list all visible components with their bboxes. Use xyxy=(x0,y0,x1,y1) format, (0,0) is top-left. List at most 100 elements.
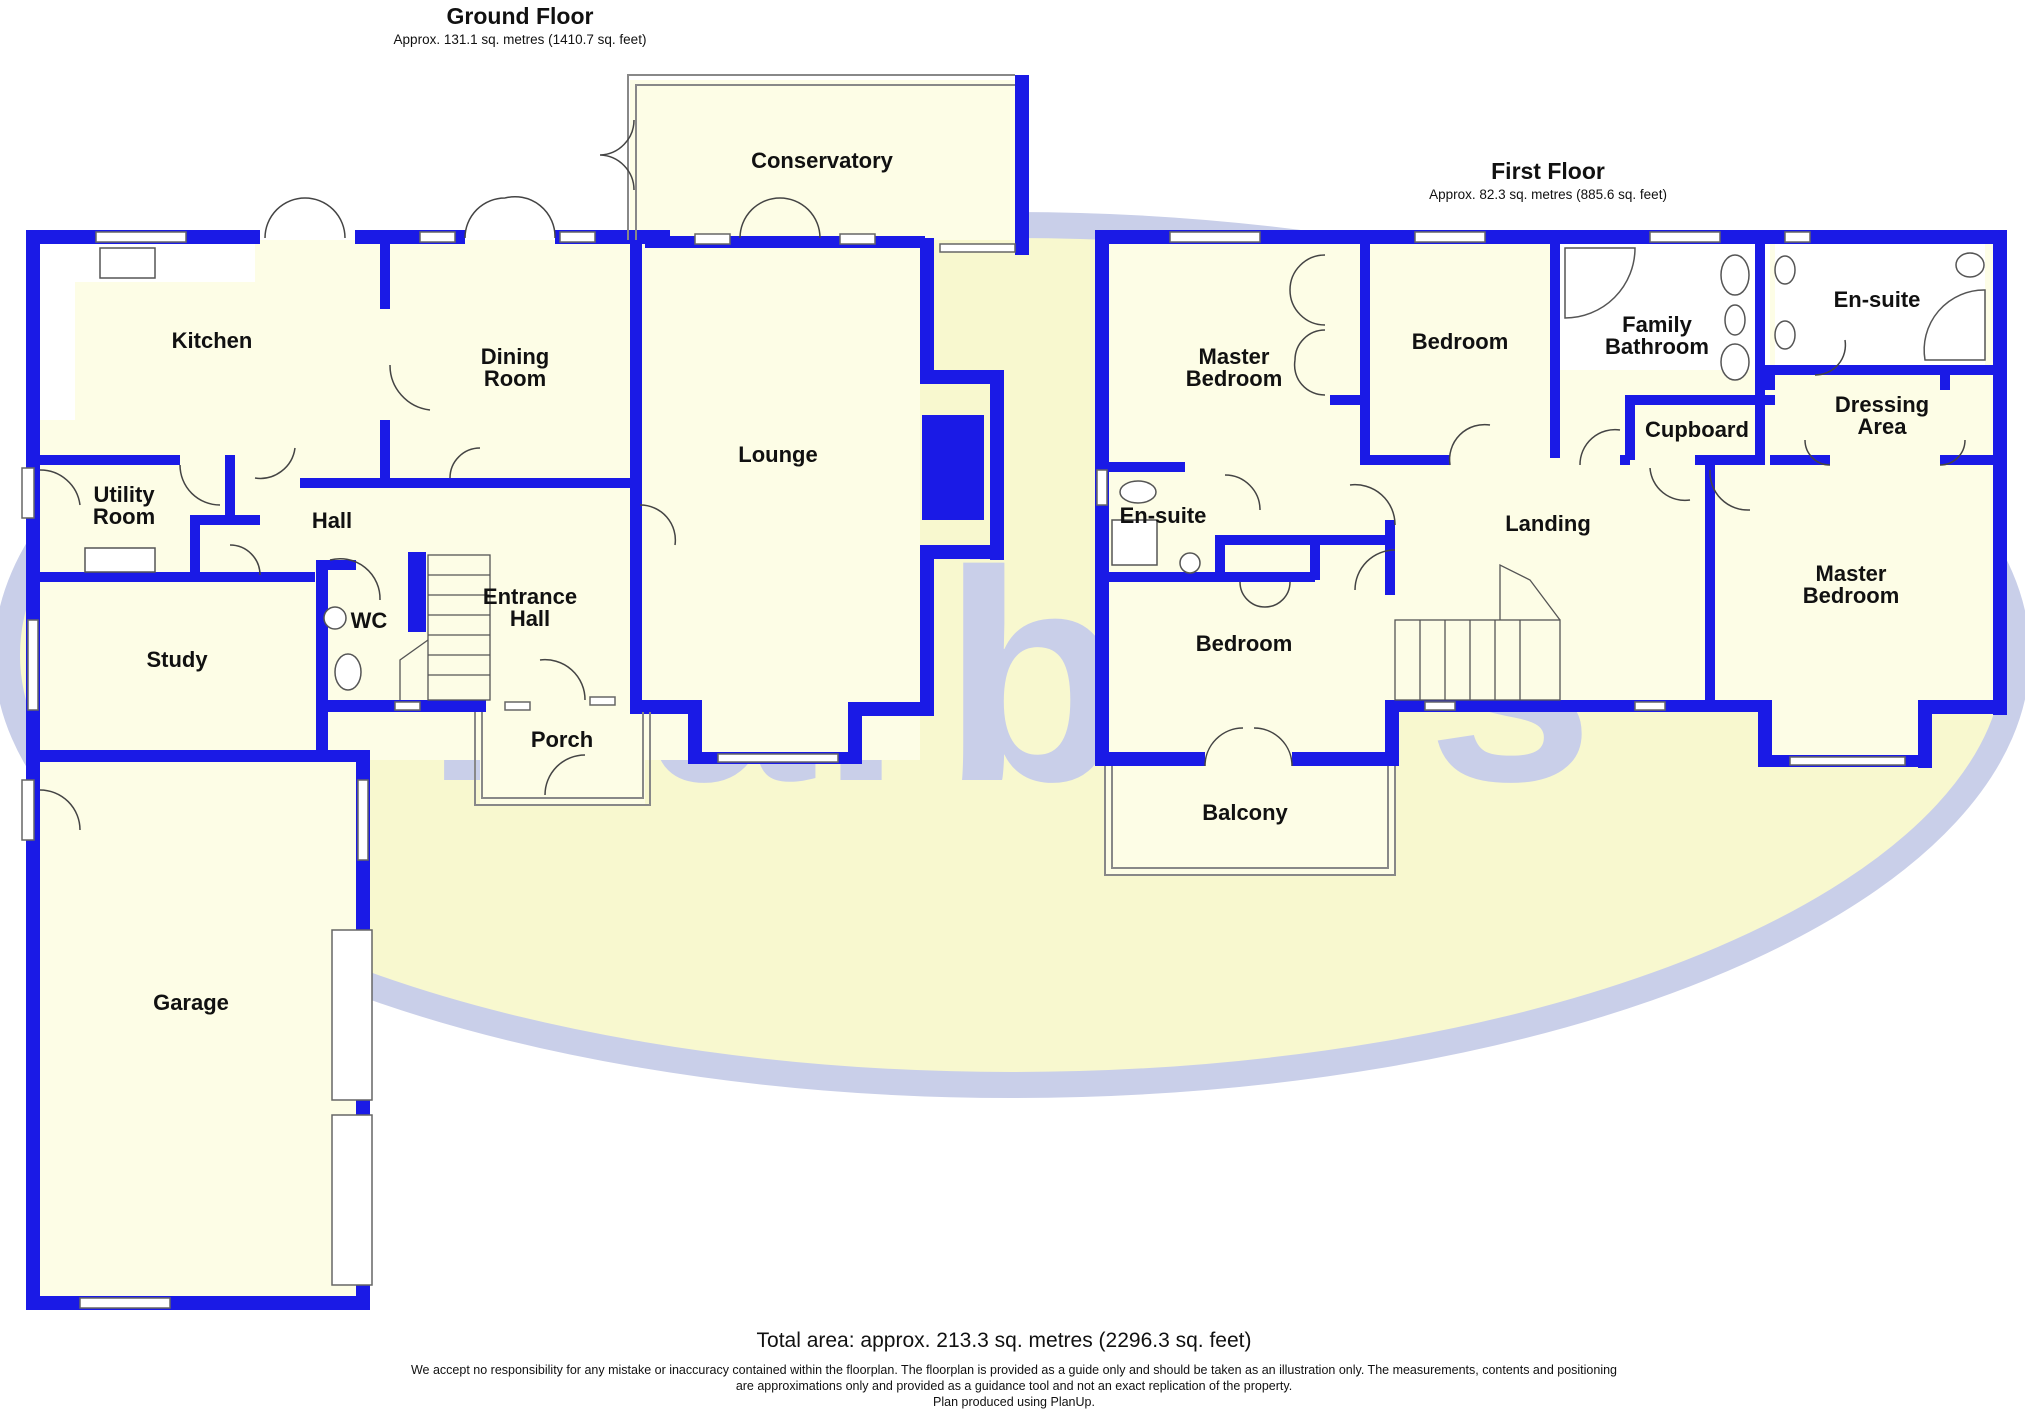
disclaimer-line: are approximations only and provided as … xyxy=(736,1379,1292,1393)
window xyxy=(1789,756,1906,766)
basin xyxy=(323,606,347,630)
utility-sink xyxy=(84,547,156,573)
window xyxy=(1169,231,1261,243)
basin xyxy=(1720,343,1750,381)
toilet xyxy=(1724,304,1746,336)
garage-fill xyxy=(40,760,360,1300)
door xyxy=(39,789,81,831)
wall xyxy=(1095,462,1185,472)
window xyxy=(1414,231,1486,243)
wall xyxy=(1330,395,1370,405)
wall xyxy=(1360,388,1370,460)
window xyxy=(1096,469,1108,506)
first-floor: First Floor Approx. 82.3 sq. metres (885… xyxy=(1095,158,2007,876)
wall xyxy=(920,370,1002,384)
door xyxy=(449,447,481,479)
porch-frame xyxy=(474,712,651,806)
wall xyxy=(1550,240,1560,458)
window xyxy=(1784,231,1811,243)
wall xyxy=(645,236,925,248)
window xyxy=(95,231,187,243)
wall xyxy=(1940,375,1950,390)
corner-bath xyxy=(1564,247,1636,319)
window xyxy=(694,233,731,245)
room-label-family-bathroom: Family xyxy=(1622,312,1692,337)
wall xyxy=(1705,465,1715,700)
wall xyxy=(630,240,642,710)
window xyxy=(79,1297,171,1309)
room-label-family-bathroom: Bathroom xyxy=(1605,334,1709,359)
wall xyxy=(990,370,1004,560)
window xyxy=(504,701,531,711)
cupboard-doors xyxy=(1239,581,1291,608)
window xyxy=(1649,231,1721,243)
wall xyxy=(1095,230,2005,244)
first-floor-fill xyxy=(1770,700,1930,765)
door xyxy=(1349,483,1396,526)
wall xyxy=(316,560,356,570)
window xyxy=(1634,701,1666,711)
first-floor-title: First Floor xyxy=(1491,158,1605,184)
room-label-master-bedroom: Bedroom xyxy=(1803,583,1900,608)
wall xyxy=(1930,700,2007,714)
toilet xyxy=(1955,252,1985,278)
disclaimer-line: We accept no responsibility for any mist… xyxy=(411,1363,1617,1377)
window xyxy=(394,701,421,711)
wall xyxy=(40,572,315,582)
toilet xyxy=(334,653,362,691)
wall xyxy=(1625,395,1775,405)
wall xyxy=(1705,455,1765,465)
french-door xyxy=(739,197,821,239)
wall xyxy=(1215,535,1395,545)
room-label-dressing-area: Area xyxy=(1858,414,1908,439)
basin xyxy=(1774,320,1796,350)
door xyxy=(389,364,431,411)
door xyxy=(229,544,261,576)
lounge-fill xyxy=(640,240,920,760)
french-door xyxy=(599,119,635,191)
wall xyxy=(848,702,862,764)
door xyxy=(1579,428,1621,466)
ground-floor-area: Approx. 131.1 sq. metres (1410.7 sq. fee… xyxy=(394,32,647,47)
wall xyxy=(380,420,390,485)
wall xyxy=(1770,455,1830,465)
wall xyxy=(1940,455,2000,465)
wall xyxy=(688,700,702,764)
window xyxy=(419,231,456,243)
wall xyxy=(1695,455,1705,465)
room-label-dressing-area: Dressing xyxy=(1835,392,1929,417)
wall xyxy=(380,244,390,309)
wall xyxy=(408,552,426,632)
room-label-bedroom: Bedroom xyxy=(1196,631,1293,656)
wall xyxy=(1758,700,1772,767)
wall xyxy=(1360,240,1370,458)
wall xyxy=(1385,520,1395,595)
wall xyxy=(848,702,934,716)
room-label-porch: Porch xyxy=(531,727,593,752)
room-label-ensuite: En-suite xyxy=(1834,287,1921,312)
door xyxy=(39,469,81,506)
wall xyxy=(316,560,328,760)
door xyxy=(544,754,586,796)
room-label-landing: Landing xyxy=(1505,511,1591,536)
window xyxy=(717,753,839,763)
door xyxy=(639,504,677,546)
staircase xyxy=(399,554,491,701)
room-label-cupboard: Cupboard xyxy=(1645,417,1749,442)
porch-frame xyxy=(481,712,644,799)
wall xyxy=(920,238,934,383)
wall xyxy=(1310,545,1320,580)
toilet xyxy=(1119,480,1157,504)
french-door xyxy=(1204,727,1293,767)
wall xyxy=(1360,455,1450,465)
window xyxy=(839,233,876,245)
shower xyxy=(1923,289,1986,361)
wall xyxy=(630,700,700,714)
room-label-hall: Hall xyxy=(312,508,352,533)
door xyxy=(1709,469,1751,511)
window xyxy=(27,619,39,711)
footer: Total area: approx. 213.3 sq. metres (22… xyxy=(411,1329,1617,1409)
door xyxy=(329,557,381,601)
wall xyxy=(1385,700,1399,766)
